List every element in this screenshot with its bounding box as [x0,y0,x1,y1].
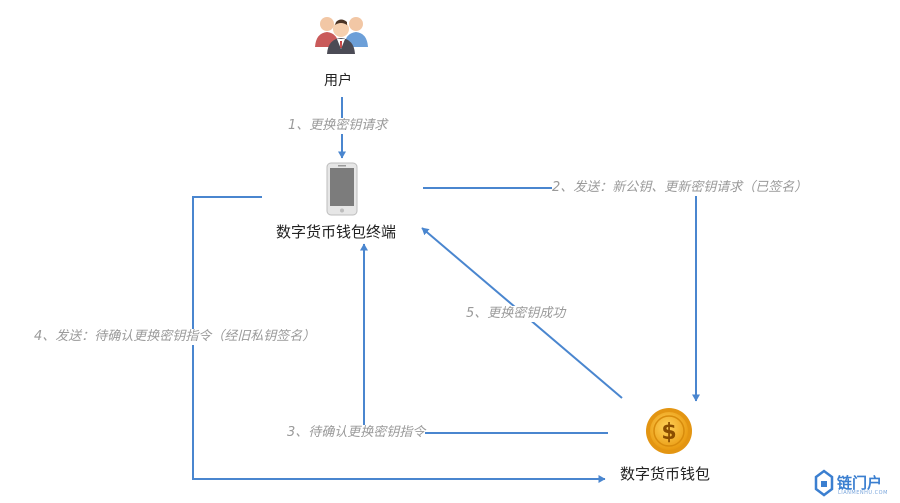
arrow-step3 [360,243,608,434]
arrow-step2 [423,187,700,402]
edge-label-step5: 5、更换密钥成功 [466,306,566,322]
edge-label-step2: 2、发送：新公钥、更新密钥请求（已签名） [552,180,808,196]
watermark-subtext: LIANMENHU.COM [838,490,888,496]
edge-label-step4: 4、发送：待确认更换密钥指令（经旧私钥签名） [34,329,316,345]
edge-label-step1: 1、更换密钥请求 [288,118,388,134]
node-terminal-label: 数字货币钱包终端 [276,223,397,241]
dollar-coin-icon: $ [646,408,692,454]
edge-label-step3: 3、待确认更换密钥指令 [287,425,426,441]
chain-logo-icon [814,469,834,497]
coin-symbol: $ [661,420,676,445]
node-wallet-label: 数字货币钱包 [620,465,711,483]
watermark-text: 链门户 [837,474,883,492]
users-group-icon [315,17,368,54]
node-user-label: 用户 [324,73,352,89]
mobile-phone-icon [326,162,358,216]
